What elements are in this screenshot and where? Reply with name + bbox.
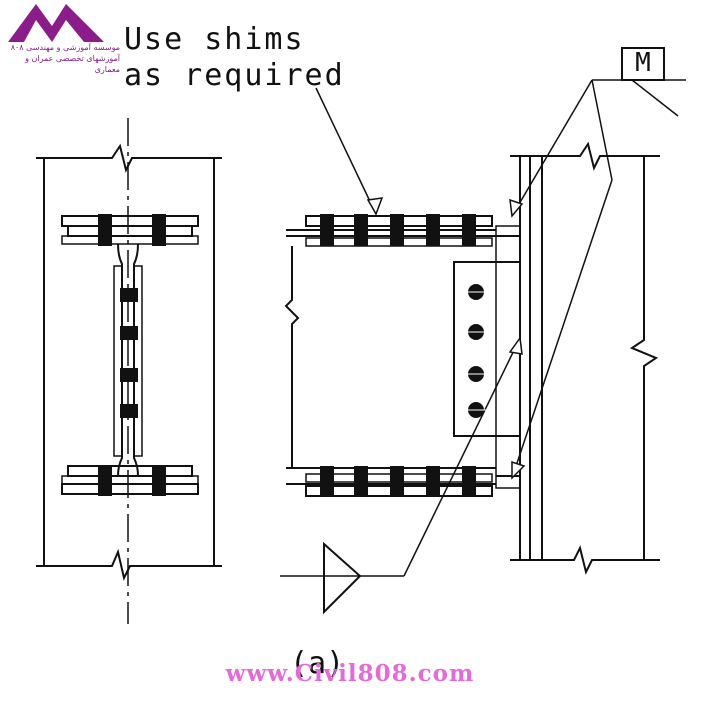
leader-lines — [280, 79, 686, 577]
logo-mark-icon — [8, 4, 104, 42]
logo-text: موسسه آموزشی و مهندسی ۸۰۸ آموزشهای تخصصی… — [2, 42, 120, 75]
beam-section — [61, 215, 199, 495]
arrowheads — [366, 197, 526, 480]
column-flange — [510, 141, 660, 575]
logo: موسسه آموزشی و مهندسی ۸۰۸ آموزشهای تخصصی… — [0, 0, 120, 74]
logo-text-line2: آموزشهای تخصصی عمران و معماری — [25, 54, 120, 74]
weld-tag-box — [621, 47, 665, 81]
right-bolts — [320, 214, 484, 496]
left-bolts — [98, 214, 166, 496]
weld-tag: M — [635, 48, 651, 78]
column-elevation-left — [36, 118, 222, 624]
watermark: www.Civil808.com — [225, 660, 475, 687]
figure-caption: (a) — [290, 646, 345, 681]
weld-symbol-icon — [323, 541, 362, 615]
beam-elevation — [284, 215, 521, 497]
logo-text-line1: موسسه آموزشی و مهندسی ۸۰۸ — [10, 43, 120, 52]
shim-note-line2: as required — [124, 58, 345, 93]
shim-note-line1: Use shims — [124, 22, 305, 57]
shim-note: Use shims as required — [124, 22, 345, 94]
